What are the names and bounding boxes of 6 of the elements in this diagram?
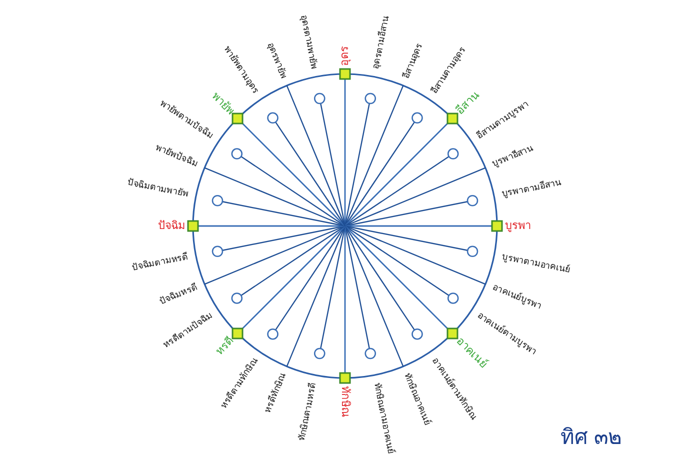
direction-label: ปัจฉิม	[158, 218, 185, 234]
diagram-title: ทิศ ๓๒	[560, 424, 622, 451]
direction-label: ทักษิณ	[338, 386, 353, 417]
direction-label: อุดร	[337, 46, 352, 66]
direction-label: อุดรตามอีสาน	[370, 14, 393, 71]
direction-label: บูรพา	[505, 218, 531, 234]
